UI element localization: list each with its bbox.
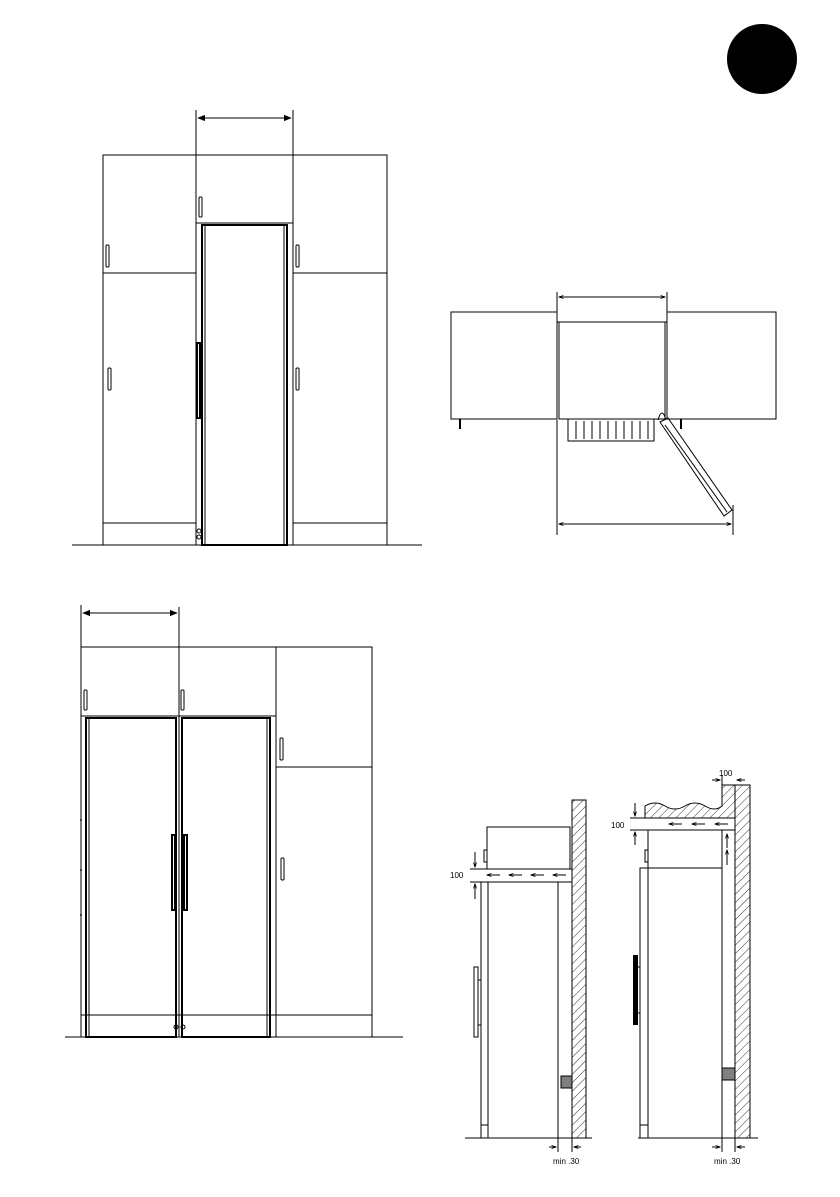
condenser-fins	[576, 421, 648, 439]
air-gap-label-left: 100	[450, 871, 464, 880]
figure-front-view-top	[72, 110, 422, 545]
figure-ventilation-right: 100 100 min .30	[611, 769, 758, 1166]
figure-top-view	[451, 292, 776, 535]
wall-gap-label-left: min .30	[553, 1157, 580, 1166]
page-marker-circle	[727, 24, 797, 94]
figure-ventilation-left: 100 min .30	[450, 800, 592, 1166]
wall-gap-label-right: min .30	[714, 1157, 741, 1166]
air-gap-label-right: 100	[611, 821, 625, 830]
top-gap-label-right: 100	[719, 769, 733, 778]
figure-front-view-bottom	[65, 605, 403, 1037]
